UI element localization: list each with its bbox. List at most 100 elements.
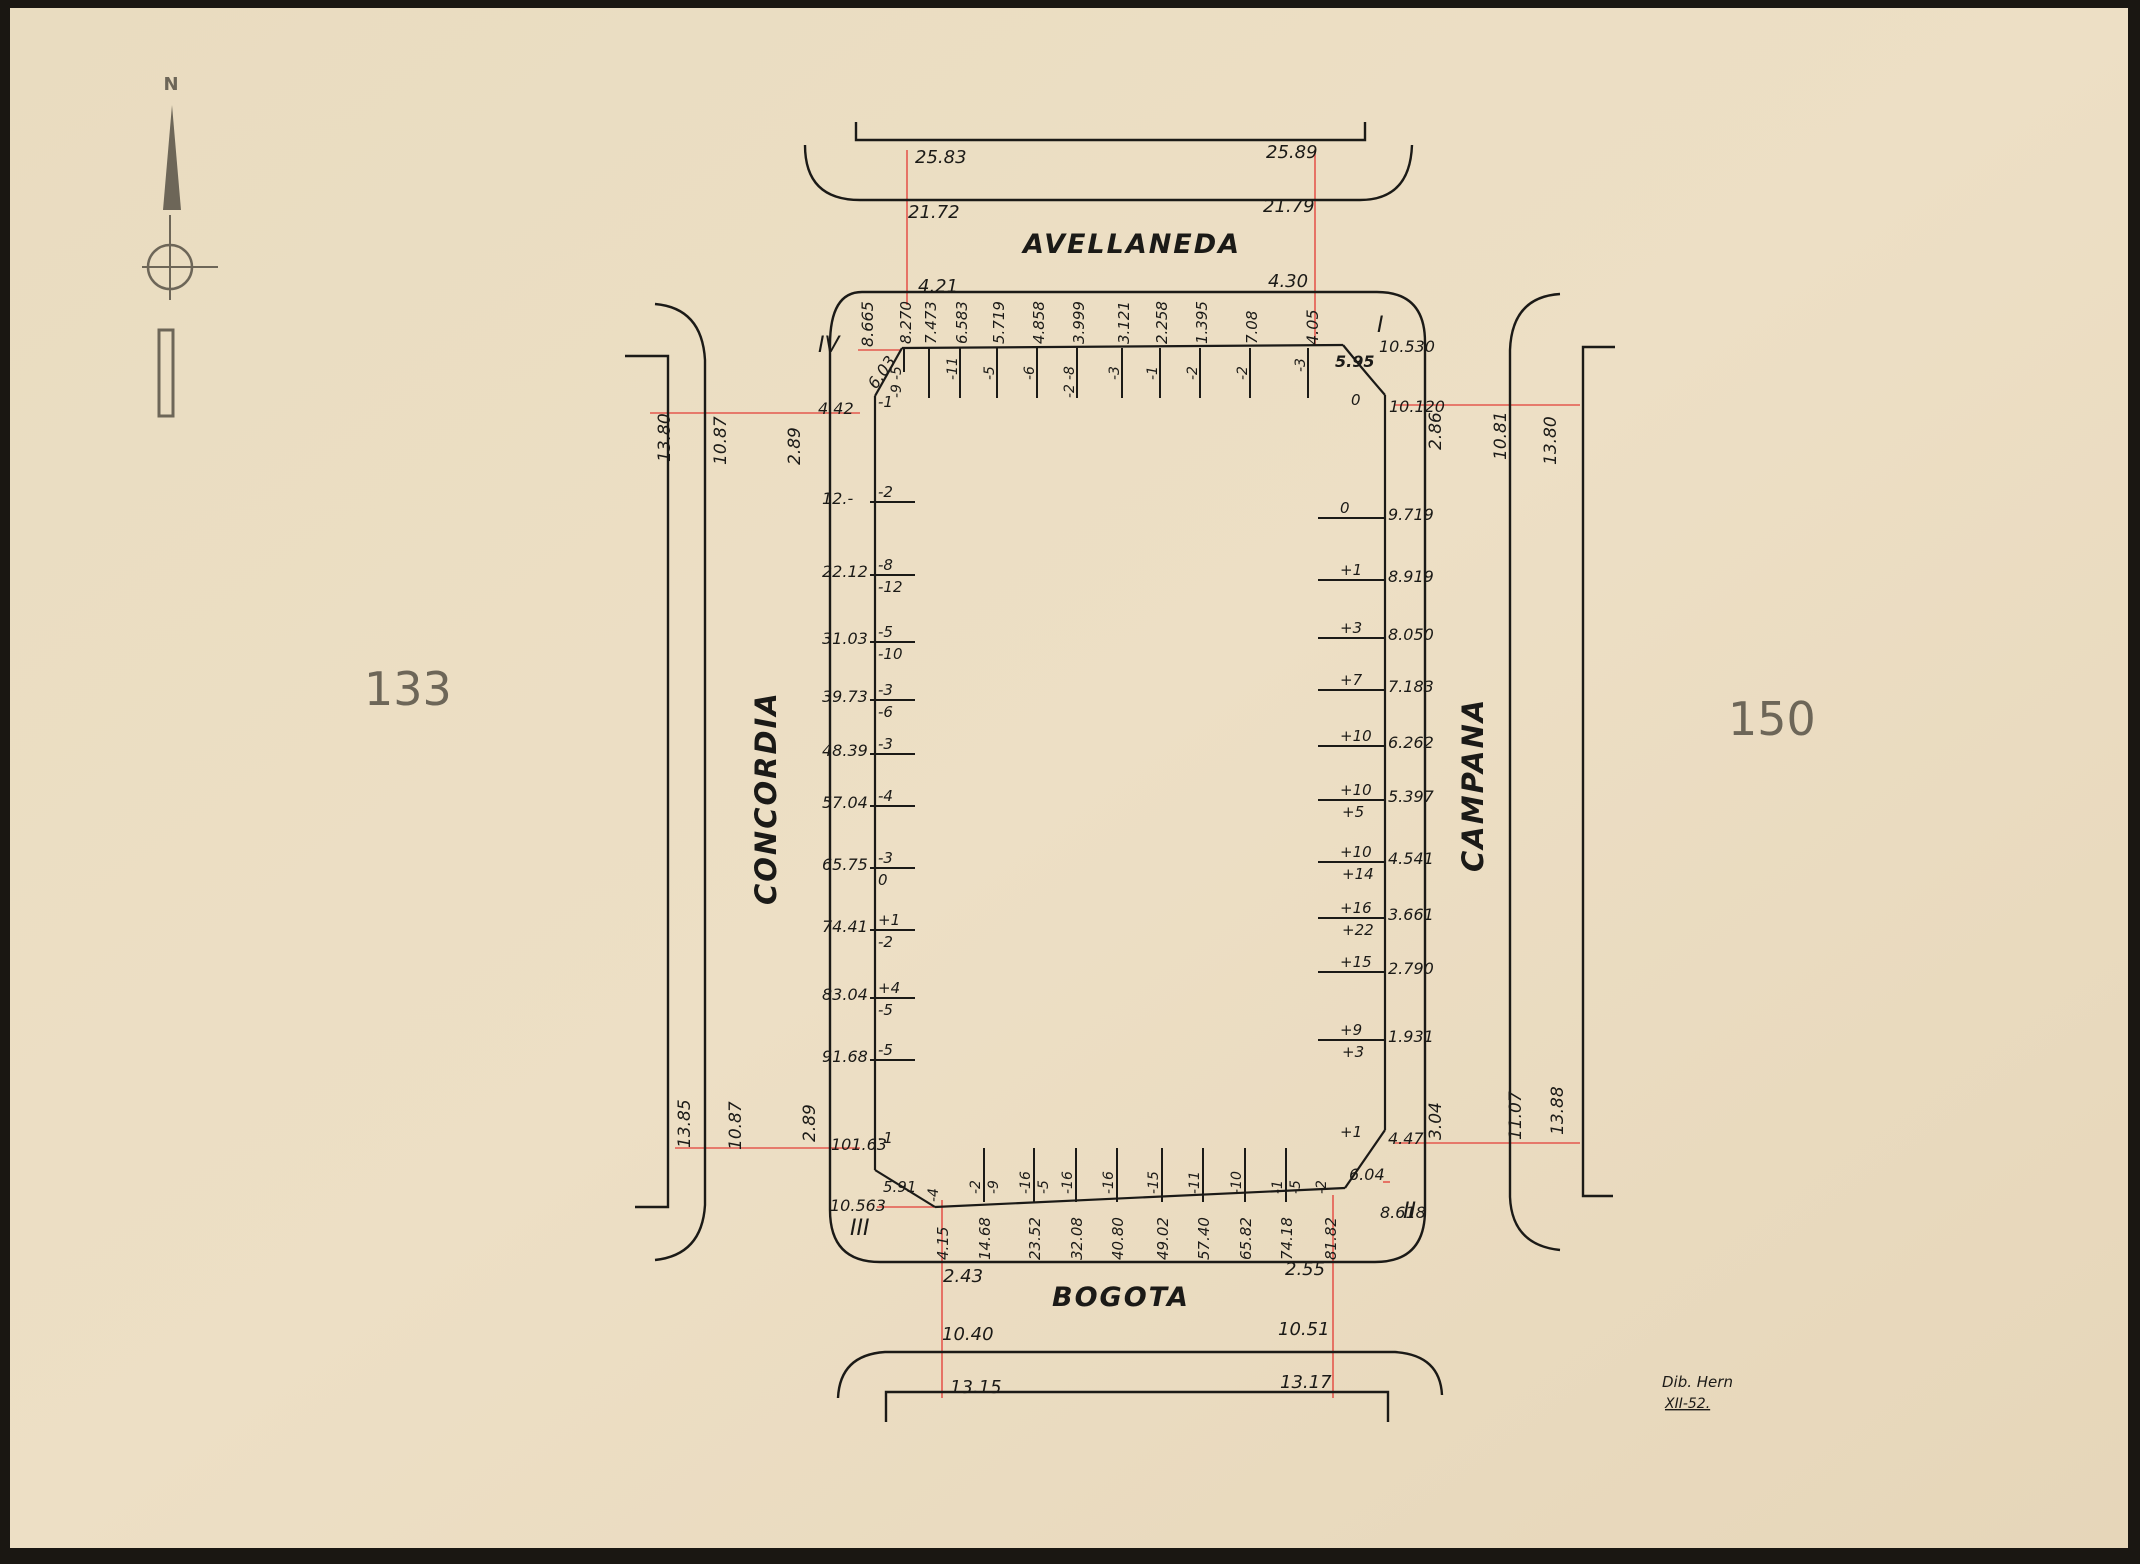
north-station-dist: 1.395 [1193, 301, 1211, 344]
west-outer-bottom: 13.85 [675, 1099, 695, 1148]
street-name-north: AVELLANEDA [1021, 229, 1241, 260]
west-station-dist: 91.68 [822, 1047, 868, 1066]
west-curb-bottom: 2.89 [800, 1104, 820, 1142]
east-station-bot: +5 [1342, 803, 1364, 821]
corner-mark-nw: IV [818, 333, 841, 358]
north-station-dist: 8.270 [897, 301, 915, 344]
north-outer-left: 25.83 [915, 147, 967, 168]
west-station-dist: 48.39 [822, 741, 868, 760]
east-station-dist: 7.183 [1388, 677, 1434, 696]
south-station-bot: -5 [1288, 1180, 1304, 1194]
signature-date: XII-52. [1664, 1396, 1710, 1412]
south-outer-right: 13.17 [1280, 1372, 1332, 1393]
west-station-dist: 83.04 [822, 985, 868, 1004]
south-station-dist: 65.82 [1237, 1217, 1255, 1260]
east-station-top: +7 [1340, 671, 1363, 689]
east-station-top: +1 [1340, 561, 1362, 579]
west-station-dist: 31.03 [822, 629, 868, 648]
paper [10, 8, 2128, 1548]
east-station-dist: 4.541 [1388, 849, 1434, 868]
north-station-bot: -9 [889, 384, 905, 398]
north-station-top: -6 [1022, 366, 1038, 380]
east-station-dist: 8.919 [1388, 567, 1434, 586]
east-station-dist: 9.719 [1388, 505, 1434, 524]
south-station-dist: 81.82 [1322, 1217, 1340, 1260]
east-curb-bottom: 3.04 [1426, 1102, 1446, 1140]
north-station-dist: 3.121 [1115, 301, 1133, 344]
north-station-dist: 5.719 [990, 301, 1008, 344]
north-station-dist: 4.858 [1030, 301, 1048, 344]
south-width-left: 2.43 [943, 1266, 983, 1287]
north-station-top: -5 [982, 366, 998, 380]
east-station-top: +1 [1340, 1123, 1362, 1141]
south-station-dist: 4.15 [934, 1227, 952, 1260]
west-station-dist: 65.75 [822, 855, 868, 874]
south-station-top: -1 [1270, 1180, 1286, 1194]
south-station-top: -10 [1229, 1171, 1245, 1194]
west-station-dist: 57.04 [822, 793, 868, 812]
south-station-bot: -9 [986, 1180, 1002, 1194]
south-station-top: -15 [1146, 1171, 1162, 1194]
north-width-left: 4.21 [918, 276, 958, 297]
east-stations: 10.12009.71908.919+18.050+37.183+76.262+… [1318, 391, 1445, 1148]
south-station-top: -2 [968, 1180, 984, 1194]
south-station-dist: 23.52 [1026, 1217, 1044, 1260]
south-station-dist: 14.68 [976, 1217, 994, 1260]
east-station-dist: 2.790 [1388, 959, 1434, 978]
east-station-dist: 10.120 [1389, 397, 1445, 416]
north-station-top: -2 [1235, 366, 1251, 380]
south-station-top: -2 [1314, 1180, 1330, 1194]
west-outer-top: 13.80 [655, 413, 675, 462]
north-station-top: -11 [945, 357, 961, 380]
west-station-bot: -5 [878, 1001, 893, 1019]
south-stations: 4.15-414.68-2-923.52-16-532.08-1640.80-1… [926, 1148, 1340, 1260]
west-mid-bottom: 10.87 [726, 1101, 746, 1150]
north-station-dist: 3.999 [1070, 301, 1088, 344]
north-curb-left: 21.72 [908, 202, 960, 223]
north-width-right: 4.30 [1268, 271, 1308, 292]
west-stations: 4.42-112.--222.12-8-1231.03-5-1039.73-3-… [818, 393, 915, 1154]
east-station-dist: 3.661 [1388, 905, 1434, 924]
east-station-bot: +22 [1342, 921, 1374, 939]
west-station-dist: 4.42 [818, 399, 854, 418]
west-station-top: -4 [878, 787, 893, 805]
north-station-top: -8 [1062, 366, 1078, 380]
west-station-dist: 22.12 [822, 562, 868, 581]
west-station-dist: 101.63 [831, 1135, 887, 1154]
east-station-top: +10 [1340, 843, 1372, 861]
east-corner-ne: 10.530 [1379, 337, 1435, 356]
east-chamfer-se: 6.04 [1349, 1165, 1385, 1184]
east-station-top: +9 [1340, 1021, 1362, 1039]
east-outer-bottom: 13.88 [1548, 1086, 1568, 1135]
south-station-top: -16 [1101, 1171, 1117, 1194]
block-number-east: 150 [1728, 692, 1816, 746]
south-station-top: -4 [926, 1188, 942, 1202]
street-lines [625, 122, 1615, 1422]
west-station-bot: -6 [878, 703, 893, 721]
south-station-bot: -5 [1036, 1180, 1052, 1194]
west-station-dist: 12.- [822, 489, 853, 508]
east-station-bot: +3 [1342, 1043, 1364, 1061]
east-station-top: +16 [1340, 899, 1372, 917]
west-station-top: -3 [878, 735, 893, 753]
west-station-top: -1 [878, 393, 893, 411]
west-station-top: -3 [878, 681, 893, 699]
east-station-dist: 6.262 [1388, 733, 1434, 752]
south-station-top: -16 [1060, 1171, 1076, 1194]
north-corner-ne-dist: 4.05 [1303, 309, 1322, 345]
east-mid-top: 10.81 [1491, 411, 1511, 460]
north-station-dist: 7.473 [922, 301, 940, 344]
street-name-south: BOGOTA [1052, 1282, 1190, 1313]
east-curb-top: 2.86 [1426, 412, 1446, 450]
south-station-top: -11 [1187, 1171, 1203, 1194]
south-station-dist: 74.18 [1278, 1217, 1296, 1260]
west-station-bot: 0 [878, 871, 888, 889]
block-number-west: 133 [364, 662, 452, 716]
east-station-top: 0 [1351, 391, 1361, 409]
north-outer-right: 25.89 [1266, 142, 1318, 163]
north-station-top: -2 [1185, 366, 1201, 380]
north-station-top: -3 [1293, 358, 1309, 372]
